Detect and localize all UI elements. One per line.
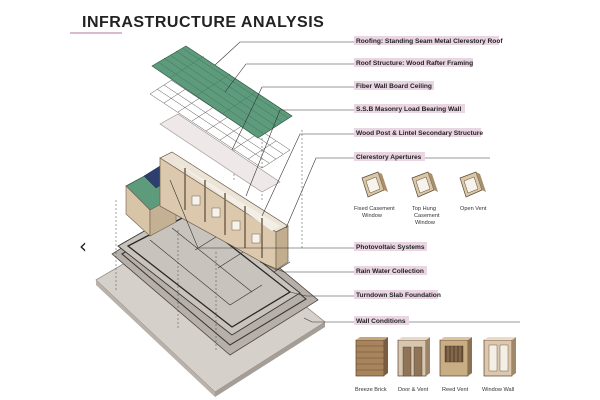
callout-roofing: Roofing: Standing Seam Metal Clerestory … (354, 36, 503, 45)
page-title: INFRASTRUCTURE ANALYSIS (82, 14, 324, 31)
svg-text:Fixed Casement: Fixed Casement (354, 206, 395, 212)
svg-text:Turndown Slab Foundation: Turndown Slab Foundation (356, 292, 441, 299)
metal-roof (151, 45, 293, 139)
svg-text:Wall Conditions: Wall Conditions (356, 318, 406, 325)
leader-lines (169, 41, 520, 323)
callout-slab-foundation: Turndown Slab Foundation (354, 290, 441, 299)
svg-text:Reed Vent: Reed Vent (442, 387, 469, 393)
svg-text:Wood Post & Lintel Secondary S: Wood Post & Lintel Secondary Structure (356, 130, 483, 137)
rafter-framing (149, 75, 291, 169)
callout-masonry-wall: S.S.B Masonry Load Bearing Wall (354, 104, 465, 113)
callout-ceiling: Fiber Wall Board Ceiling (354, 81, 434, 90)
svg-text:Rain Water Collection: Rain Water Collection (356, 268, 424, 275)
svg-text:Window Wall: Window Wall (482, 387, 514, 393)
aperture-open-vent: Open Vent (459, 171, 487, 212)
previous-arrow-icon[interactable]: ‹ (79, 234, 87, 258)
svg-text:Open Vent: Open Vent (460, 206, 487, 212)
callout-post-lintel: Wood Post & Lintel Secondary Structure (354, 128, 483, 137)
ceiling-board (159, 113, 281, 193)
svg-text:Casement: Casement (414, 213, 440, 219)
svg-text:Clerestory Apertures: Clerestory Apertures (356, 154, 422, 161)
wall-reed-vent: Reed Vent (439, 337, 472, 393)
wall-window-wall: Window Wall (482, 337, 516, 393)
callout-clerestory: Clerestory Apertures (354, 152, 425, 161)
callout-roof-structure: Roof Structure: Wood Rafter Framing (354, 58, 473, 67)
wall-door-vent: Door & Vent (397, 337, 430, 393)
svg-text:S.S.B Masonry Load Bearing Wal: S.S.B Masonry Load Bearing Wall (356, 106, 461, 113)
svg-text:Window: Window (362, 213, 383, 219)
svg-text:Fiber Wall Board Ceiling: Fiber Wall Board Ceiling (356, 83, 432, 90)
svg-text:Roofing: Standing Seam Metal C: Roofing: Standing Seam Metal Clerestory … (356, 38, 503, 45)
aperture-fixed-casement: Fixed Casement Window (354, 171, 395, 219)
svg-text:Photovoltaic Systems: Photovoltaic Systems (356, 244, 425, 251)
callout-rain-water: Rain Water Collection (354, 266, 427, 275)
callout-photovoltaic: Photovoltaic Systems (354, 242, 427, 251)
callout-wall-conditions: Wall Conditions (354, 316, 409, 325)
svg-text:Roof Structure: Wood Rafter Fr: Roof Structure: Wood Rafter Framing (356, 60, 473, 67)
svg-text:Door & Vent: Door & Vent (398, 387, 429, 393)
svg-text:Window: Window (415, 220, 436, 226)
wall-breeze-brick: Breeze Brick (355, 337, 388, 393)
svg-text:Breeze Brick: Breeze Brick (355, 387, 387, 393)
aperture-top-hung: Top Hung Casement Window (411, 171, 440, 226)
svg-text:Top Hung: Top Hung (412, 206, 436, 212)
